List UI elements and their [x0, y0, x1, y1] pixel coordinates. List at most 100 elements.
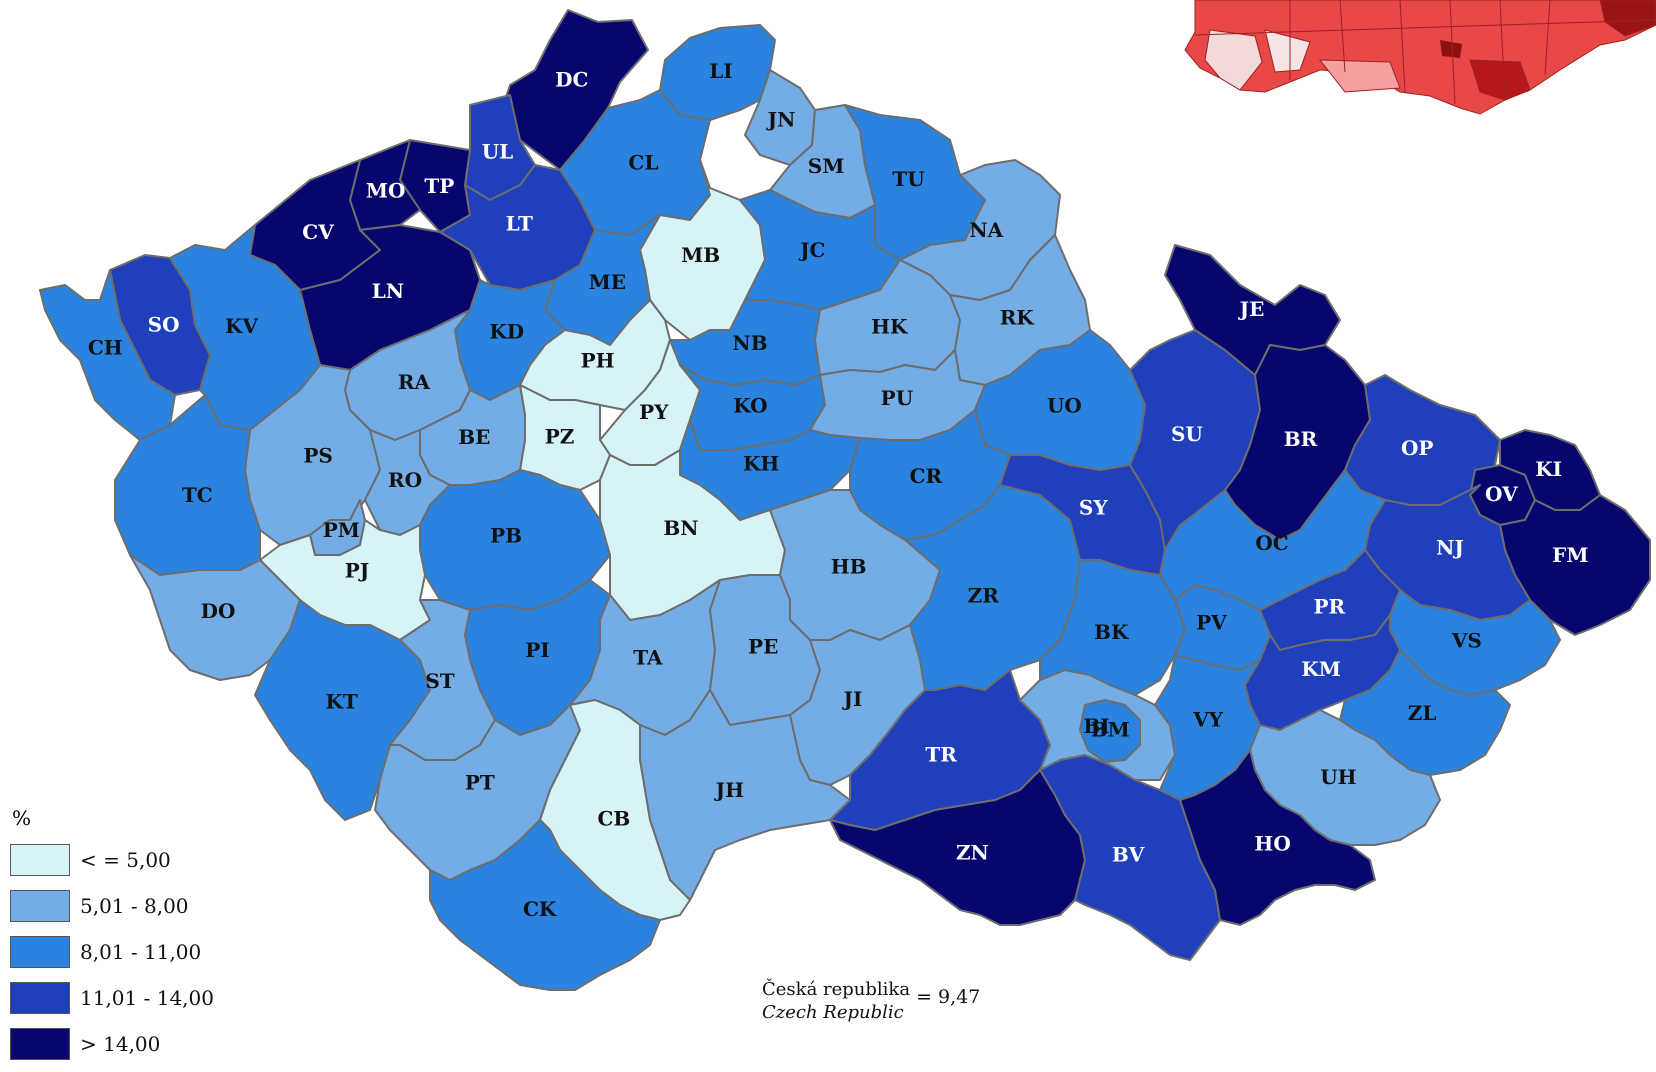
district-label-SU: SU [1171, 422, 1203, 446]
district-label-PH: PH [581, 348, 615, 372]
district-label-JI: JI [841, 687, 862, 711]
district-label-PI: PI [525, 638, 549, 662]
district-label-NJ: NJ [1436, 536, 1464, 560]
district-label-PZ: PZ [545, 424, 575, 448]
district-label-LT: LT [506, 212, 533, 236]
map-legend: % < = 5,00 5,01 - 8,00 8,01 - 11,00 11,0… [10, 806, 270, 1072]
district-label-CK: CK [523, 897, 557, 921]
district-label-VS: VS [1451, 629, 1482, 653]
district-label-CV: CV [302, 220, 334, 244]
legend-swatch-5 [10, 1028, 70, 1060]
legend-item-5: > 14,00 [10, 1026, 270, 1062]
district-label-JC: JC [798, 238, 825, 262]
district-label-UL: UL [482, 140, 514, 164]
district-label-BV: BV [1112, 843, 1145, 867]
district-label-BI: BI [1083, 714, 1109, 738]
district-label-CH: CH [88, 336, 123, 360]
district-label-KV: KV [225, 314, 258, 338]
district-label-VY: VY [1192, 708, 1224, 732]
legend-swatch-4 [10, 982, 70, 1014]
district-label-KO: KO [733, 394, 767, 418]
district-label-TU: TU [892, 167, 924, 191]
district-label-ZN: ZN [956, 841, 989, 865]
district-label-PR: PR [1313, 595, 1345, 619]
district-label-KT: KT [325, 689, 357, 713]
district-label-PY: PY [639, 400, 669, 424]
district-CK[interactable] [429, 819, 661, 991]
district-label-UO: UO [1047, 393, 1082, 417]
district-regions [39, 9, 1651, 991]
district-label-BK: BK [1094, 620, 1129, 644]
country-name-en: Czech Republic [762, 1002, 904, 1023]
legend-swatch-3 [10, 936, 70, 968]
district-label-PB: PB [490, 524, 522, 548]
district-label-BE: BE [458, 425, 490, 449]
district-label-BN: BN [663, 516, 698, 540]
district-BM[interactable] [1079, 699, 1141, 763]
district-label-KD: KD [489, 319, 524, 343]
district-label-JH: JH [714, 778, 744, 802]
district-label-JE: JE [1238, 297, 1265, 321]
district-label-OV: OV [1485, 482, 1518, 506]
district-label-PE: PE [748, 634, 778, 658]
district-label-TC: TC [182, 483, 213, 507]
district-label-TP: TP [424, 174, 454, 198]
district-label-BR: BR [1284, 427, 1318, 451]
district-label-DC: DC [555, 67, 588, 91]
district-HO[interactable] [1179, 749, 1376, 926]
legend-swatch-2 [10, 890, 70, 922]
district-CH[interactable] [39, 269, 176, 441]
district-label-JN: JN [766, 108, 796, 132]
district-label-KM: KM [1301, 657, 1341, 681]
national-average-value: = 9,47 [916, 986, 981, 1008]
district-label-LI: LI [709, 59, 732, 83]
national-average-note: Česká republika = 9,47 Czech Republic [762, 978, 980, 1023]
district-TC[interactable] [114, 394, 261, 576]
district-LI[interactable] [659, 24, 776, 121]
district-label-MO: MO [366, 179, 406, 203]
legend-swatch-1 [10, 844, 70, 876]
legend-label-5: > 14,00 [80, 1032, 161, 1056]
district-label-NB: NB [732, 331, 767, 355]
legend-item-2: 5,01 - 8,00 [10, 888, 270, 924]
district-label-KH: KH [743, 452, 779, 476]
district-label-NA: NA [969, 218, 1003, 242]
district-label-PT: PT [465, 770, 495, 794]
district-label-SY: SY [1079, 496, 1108, 520]
district-label-RA: RA [398, 370, 431, 394]
district-label-KI: KI [1535, 457, 1562, 481]
legend-label-2: 5,01 - 8,00 [80, 894, 189, 918]
district-label-SM: SM [808, 154, 845, 178]
district-label-SO: SO [148, 313, 180, 337]
district-label-ZR: ZR [968, 584, 1000, 608]
district-label-PS: PS [303, 443, 332, 467]
district-label-TR: TR [925, 742, 957, 766]
district-label-ME: ME [589, 270, 626, 294]
district-label-CB: CB [597, 806, 630, 830]
district-label-PV: PV [1196, 610, 1227, 634]
legend-item-1: < = 5,00 [10, 842, 270, 878]
district-label-LN: LN [372, 279, 404, 303]
district-label-CL: CL [628, 151, 658, 175]
district-label-OC: OC [1255, 531, 1288, 555]
district-label-HB: HB [831, 554, 867, 578]
legend-item-3: 8,01 - 11,00 [10, 934, 270, 970]
district-label-FM: FM [1552, 543, 1588, 567]
legend-label-1: < = 5,00 [80, 848, 171, 872]
district-label-DO: DO [201, 599, 236, 623]
legend-title: % [12, 806, 32, 830]
district-label-HO: HO [1254, 832, 1290, 856]
legend-label-4: 11,01 - 14,00 [80, 986, 214, 1010]
district-label-OP: OP [1401, 436, 1433, 460]
inset-map [1184, 0, 1656, 115]
district-label-ST: ST [425, 669, 454, 693]
district-label-PM: PM [323, 518, 360, 542]
district-label-RO: RO [388, 468, 422, 492]
country-name-cz: Česká republika [762, 979, 911, 1000]
district-PB[interactable] [419, 469, 611, 611]
legend-item-4: 11,01 - 14,00 [10, 980, 270, 1016]
legend-label-3: 8,01 - 11,00 [80, 940, 202, 964]
district-label-UH: UH [1320, 765, 1356, 789]
district-label-CR: CR [910, 464, 943, 488]
